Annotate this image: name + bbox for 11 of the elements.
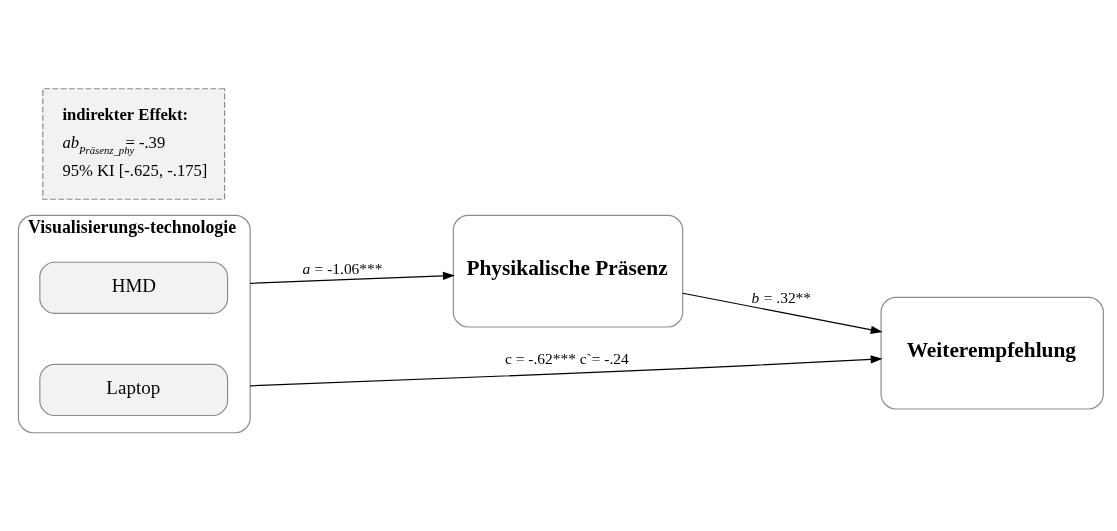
node-box: Physikalische Präsenz <box>452 214 684 328</box>
node-box: Weiterempfehlung <box>880 296 1104 410</box>
node-box: HMD <box>39 261 229 314</box>
edge-label: a = -1.06*** <box>302 260 383 277</box>
arrow <box>249 355 883 387</box>
node-box: Laptop <box>39 363 229 417</box>
arrow <box>682 292 883 334</box>
node-box: indirekter Effekt: ab$_{Präsenz_phy}$= -.39 95% KI [-.625, -.175] <box>42 88 226 200</box>
edge-label: b = .32** <box>751 288 812 306</box>
edge-label: c = -.62*** c`= -.24 <box>505 350 629 368</box>
arrow <box>249 271 455 284</box>
